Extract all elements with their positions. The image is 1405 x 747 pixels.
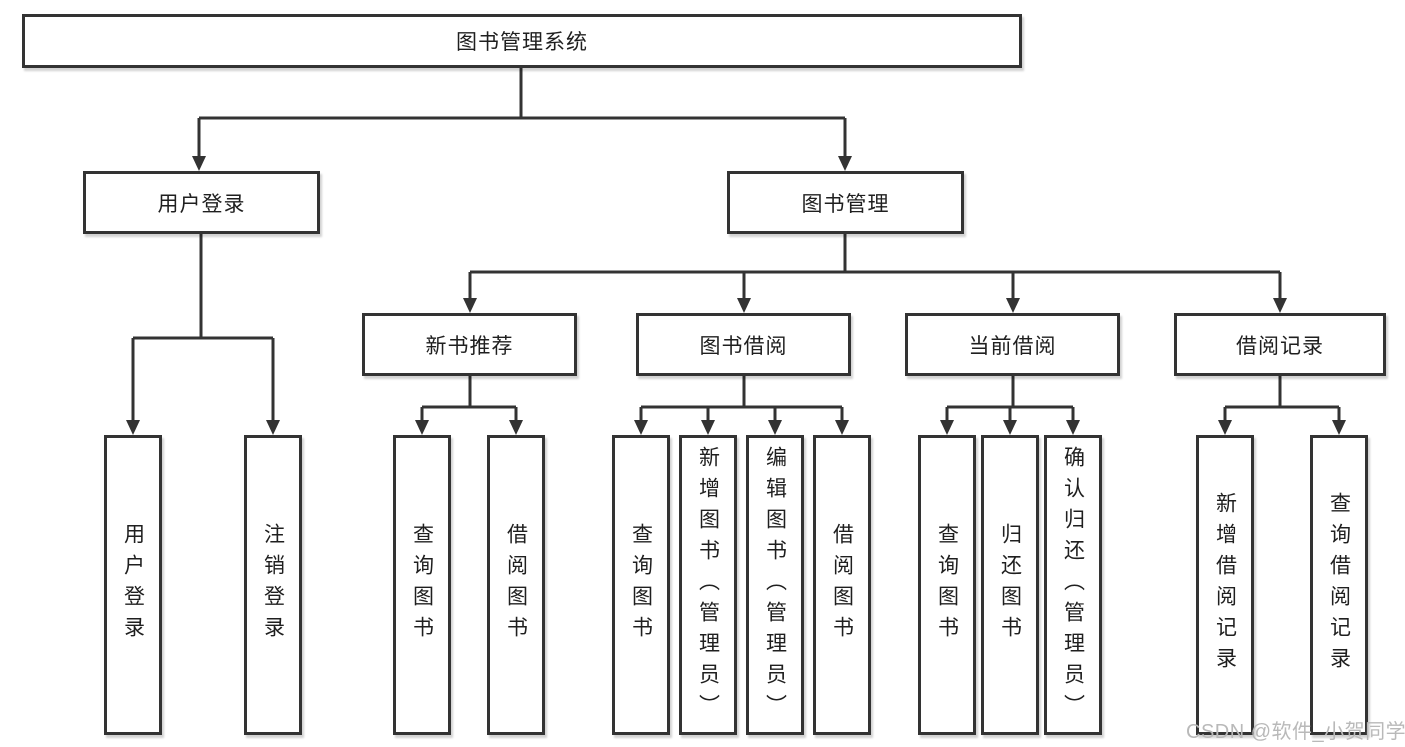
leaf-logout: 注销登录 [244,435,302,735]
node-label: 借阅图书 [830,523,854,647]
node-label: 当前借阅 [968,334,1057,358]
leaf-query-books-borrowing: 查询图书 [612,435,670,735]
node-label: 编辑图书（管理员） [763,445,787,725]
watermark: CSDN @软件_小贺同学 [1186,721,1405,743]
node-label: 用户登录 [157,192,246,216]
leaf-add-borrow-record: 新增借阅记录 [1196,435,1254,735]
leaf-query-books-current: 查询图书 [918,435,976,735]
node-label: 图书借阅 [699,334,788,358]
node-label: 确认归还（管理员） [1061,445,1085,725]
node-label: 用户登录 [121,523,145,647]
node-current-borrowing: 当前借阅 [905,313,1120,376]
node-label: 图书管理 [801,192,890,216]
leaf-borrow-books-borrowing: 借阅图书 [813,435,871,735]
node-label: 查询图书 [935,523,959,647]
node-user-login: 用户登录 [83,171,320,234]
node-label: 新增借阅记录 [1213,492,1237,678]
node-book-borrowing: 图书借阅 [636,313,851,376]
leaf-query-books-recommend: 查询图书 [393,435,451,735]
node-label: 查询图书 [410,523,434,647]
node-new-book-recommendation: 新书推荐 [362,313,577,376]
leaf-return-books: 归还图书 [981,435,1039,735]
leaf-confirm-return-admin: 确认归还（管理员） [1044,435,1102,735]
leaf-borrow-books-recommend: 借阅图书 [487,435,545,735]
node-label: 查询借阅记录 [1327,492,1351,678]
node-library-management-system: 图书管理系统 [22,14,1022,68]
node-label: 新书推荐 [425,334,514,358]
node-label: 注销登录 [261,523,285,647]
node-label: 归还图书 [998,523,1022,647]
leaf-user-login: 用户登录 [104,435,162,735]
node-label: 图书管理系统 [456,31,588,54]
leaf-add-book-admin: 新增图书（管理员） [679,435,737,735]
node-book-management: 图书管理 [727,171,964,234]
node-label: 新增图书（管理员） [696,445,720,725]
leaf-edit-book-admin: 编辑图书（管理员） [746,435,804,735]
node-label: 借阅记录 [1236,334,1324,358]
node-label: 查询图书 [629,523,653,647]
node-borrowing-records: 借阅记录 [1174,313,1386,376]
node-label: 借阅图书 [504,523,528,647]
leaf-query-borrow-record: 查询借阅记录 [1310,435,1368,735]
